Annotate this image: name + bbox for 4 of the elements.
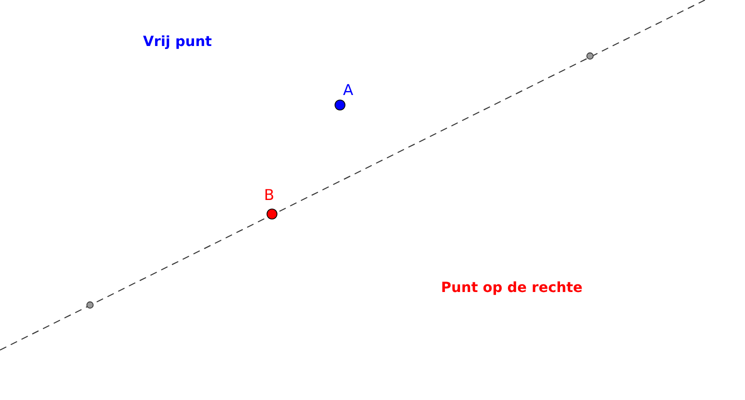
heading-label: Punt op de rechte bbox=[441, 279, 583, 297]
heading-label: Vrij punt bbox=[143, 33, 212, 51]
point-label: B bbox=[264, 186, 274, 204]
point-label: A bbox=[343, 81, 354, 99]
